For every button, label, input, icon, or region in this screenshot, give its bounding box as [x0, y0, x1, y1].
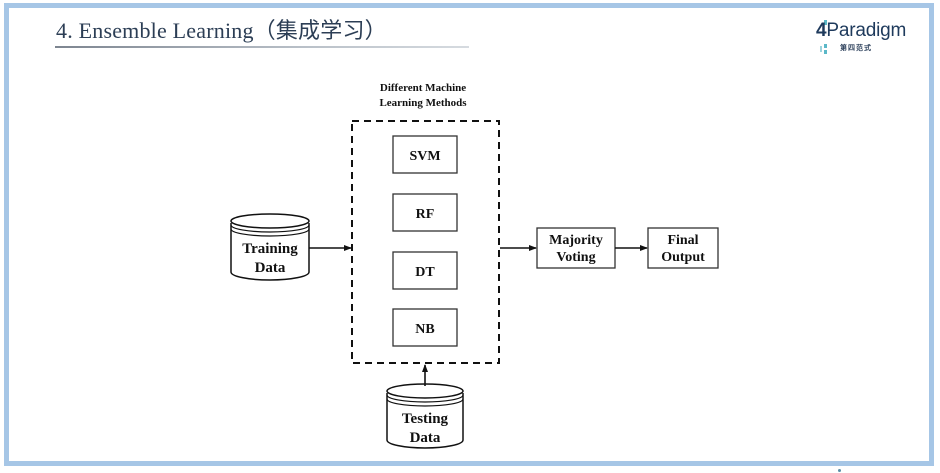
final-output-line2: Output	[661, 250, 705, 265]
training-data-cylinder: Training Data	[230, 213, 310, 281]
logo-bars-icon	[820, 20, 827, 54]
final-output-line1: Final	[667, 233, 698, 248]
majority-voting-line2: Voting	[556, 250, 595, 265]
testing-data-cylinder: Testing Data	[386, 383, 464, 449]
methods-group-box	[351, 120, 500, 364]
method-box-dt: DT	[392, 251, 458, 290]
group-caption-line2: Learning Methods	[379, 97, 467, 109]
method-label: DT	[415, 265, 435, 280]
majority-voting-box: Majority Voting	[536, 227, 616, 269]
method-label: NB	[415, 322, 434, 337]
group-caption-line1: Different Machine	[380, 82, 466, 94]
final-output-box: Final Output	[647, 227, 719, 269]
logo-subtitle: 第四范式	[840, 44, 872, 52]
company-logo: 4Paradigm 第四范式	[816, 20, 916, 56]
method-label: RF	[416, 207, 435, 222]
method-box-nb: NB	[392, 308, 458, 347]
title-underline	[55, 46, 469, 48]
majority-voting-line1: Majority	[549, 233, 603, 248]
training-data-line1: Training	[242, 241, 298, 257]
logo-name: Paradigm	[826, 20, 907, 41]
training-data-line2: Data	[255, 260, 286, 276]
method-box-svm: SVM	[392, 135, 458, 174]
slide-title: 4. Ensemble Learning（集成学习）	[56, 18, 387, 43]
testing-data-line1: Testing	[402, 411, 449, 427]
method-box-rf: RF	[392, 193, 458, 232]
decorative-dot	[838, 469, 841, 472]
slide-frame	[4, 3, 934, 466]
method-label: SVM	[409, 149, 440, 164]
logo-number: 4	[816, 20, 827, 41]
testing-data-line2: Data	[410, 430, 441, 446]
logo-wordmark: 4Paradigm	[816, 20, 906, 42]
